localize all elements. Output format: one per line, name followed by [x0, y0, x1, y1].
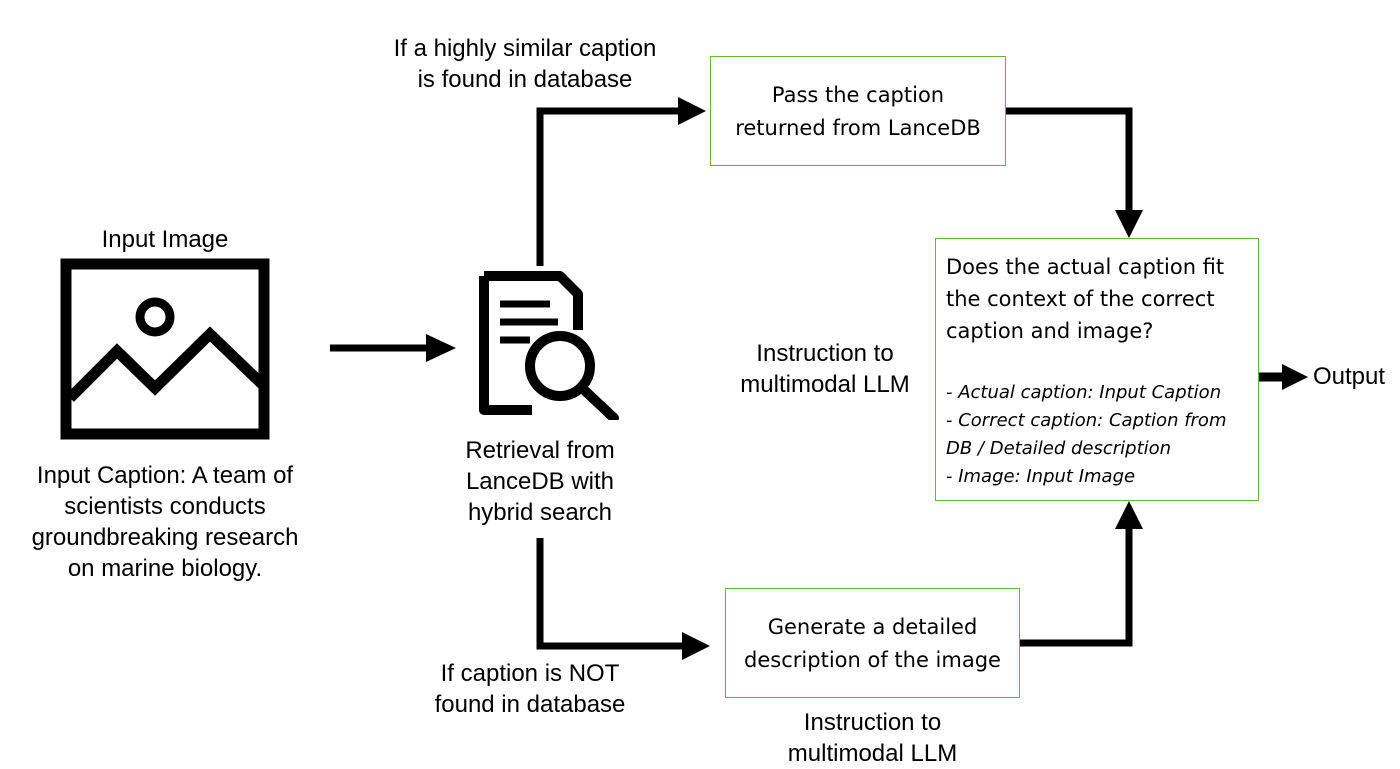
judge-item: - Correct caption: Caption from: [946, 410, 1227, 431]
not-found-condition-line: found in database: [434, 691, 626, 718]
judge-instruction-line: Instruction to: [756, 340, 894, 367]
judge-question-line: the context of the correct: [946, 287, 1215, 311]
retrieval-label: Retrieval from LanceDB with hybrid searc…: [430, 435, 650, 528]
generate-description-box: Generate a detailed description of the i…: [725, 588, 1020, 698]
judge-question-line: Does the actual caption fit: [946, 255, 1225, 279]
retrieval-label-line: Retrieval from: [465, 437, 615, 464]
input-caption: Input Caption: A team of scientists cond…: [10, 460, 320, 584]
retrieval-label-line: LanceDB with: [465, 468, 615, 495]
input-caption-line: scientists conducts: [64, 493, 266, 520]
generate-description-line: description of the image: [744, 648, 1001, 672]
pass-caption-line: Pass the caption: [771, 83, 945, 107]
bottom-instruction: Instruction to multimodal LLM: [740, 707, 1005, 769]
image-icon: [60, 258, 270, 440]
judge-item: - Actual caption: Input Caption: [946, 382, 1222, 403]
generate-description-line: Generate a detailed: [767, 615, 978, 639]
arrow-pass-caption-to-judge: [1006, 107, 1143, 238]
bottom-instruction-line: Instruction to: [803, 709, 942, 736]
judge-instruction-line: multimodal LLM: [740, 371, 910, 398]
judge-item: DB / Detailed description: [946, 438, 1172, 459]
input-image-title: Input Image: [101, 226, 229, 253]
arrow-to-pass-caption-box: [536, 97, 706, 266]
arrow-to-generate-description-box: [536, 538, 710, 660]
judge-question: Does the actual caption fit the context …: [946, 251, 1248, 347]
judge-item: - Image: Input Image: [946, 466, 1136, 487]
judge-instruction: Instruction to multimodal LLM: [715, 338, 935, 400]
input-caption-line: on marine biology.: [67, 555, 263, 582]
arrow-to-output: [1259, 364, 1308, 390]
pass-caption-line: returned from LanceDB: [735, 116, 981, 140]
output-label: Output: [1313, 363, 1386, 390]
found-condition-line: is found in database: [417, 66, 633, 93]
judge-items: - Actual caption: Input Caption - Correc…: [946, 379, 1226, 491]
input-caption-line: Input Caption: A team of: [36, 462, 294, 489]
arrow-description-to-judge: [1020, 501, 1143, 647]
arrow-to-retrieval: [330, 334, 456, 362]
bottom-instruction-line: multimodal LLM: [787, 740, 958, 767]
judge-question-line: caption and image?: [946, 319, 1154, 343]
found-condition: If a highly similar caption is found in …: [360, 33, 690, 95]
input-caption-line: groundbreaking research: [31, 524, 299, 551]
document-search-icon: [479, 271, 619, 420]
pass-caption-box: Pass the caption returned from LanceDB: [710, 56, 1006, 166]
retrieval-label-line: hybrid search: [467, 499, 613, 526]
judge-box: Does the actual caption fit the context …: [935, 238, 1259, 501]
not-found-condition-line: If caption is NOT: [440, 660, 620, 687]
found-condition-line: If a highly similar caption: [393, 35, 657, 62]
not-found-condition: If caption is NOT found in database: [390, 658, 670, 720]
